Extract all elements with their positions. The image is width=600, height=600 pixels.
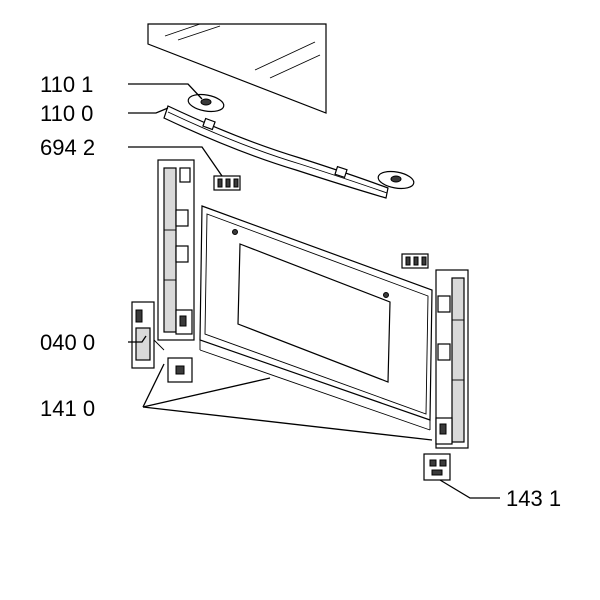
handle-end-cap-top	[187, 93, 225, 113]
handle-clip	[213, 175, 241, 191]
label-handle-bar: 110 0	[40, 101, 93, 126]
hinge-lever	[131, 301, 165, 369]
oven-inner-glass	[147, 23, 327, 114]
hinge-bracket-left	[167, 357, 193, 383]
door-handle-bar	[163, 105, 389, 199]
label-hinge-part: 040 0	[40, 330, 95, 355]
handle-clip-right	[401, 253, 429, 269]
label-handle-clip: 694 2	[40, 135, 95, 160]
leader-lines	[128, 83, 500, 499]
left-hinge-rail	[157, 159, 195, 341]
right-hinge-rail	[435, 269, 469, 449]
label-hinge-set: 141 0	[40, 396, 95, 421]
label-hinge-bracket: 143 1	[506, 486, 561, 511]
door-outer-glass	[199, 205, 433, 431]
label-handle-cap: 110 1	[40, 72, 93, 97]
handle-end-cap-right	[377, 170, 415, 190]
hinge-bracket-right	[423, 453, 451, 481]
